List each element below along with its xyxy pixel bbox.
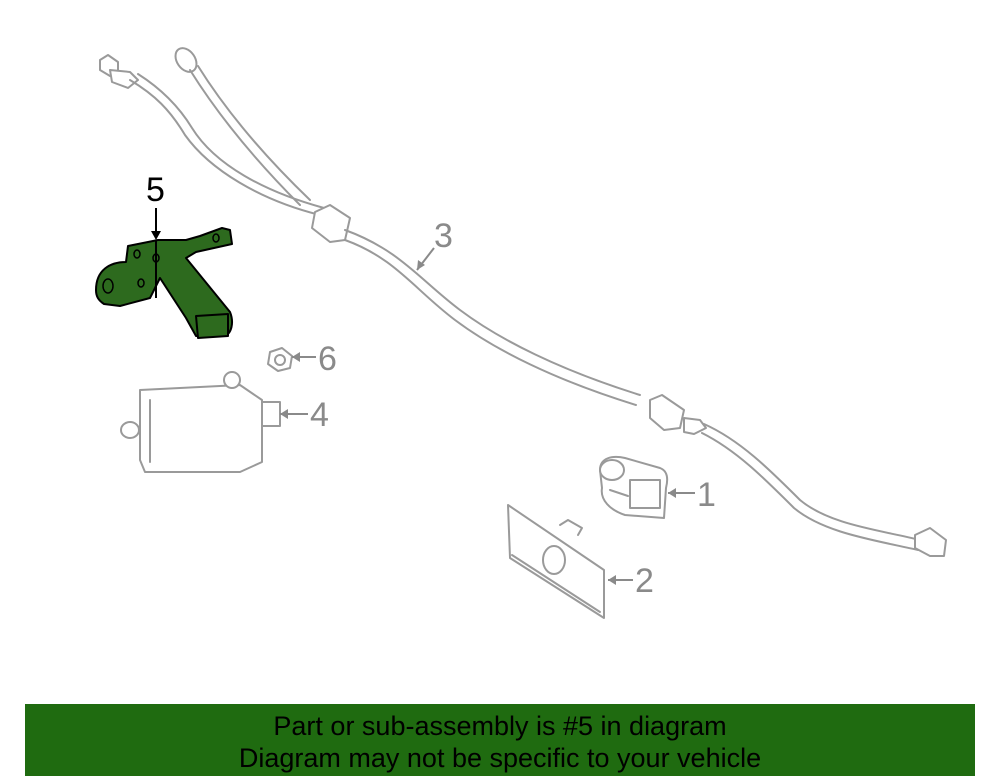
svg-text:1: 1 <box>697 476 716 514</box>
callout-5: 5 <box>146 171 165 240</box>
control-module-part-4[interactable] <box>120 371 281 473</box>
callout-2: 2 <box>608 562 654 600</box>
banner-disclaimer: Diagram may not be specific to your vehi… <box>238 743 762 773</box>
parts-diagram: 1 2 3 4 5 6 <box>95 44 947 619</box>
bracket-part-2[interactable] <box>507 504 605 619</box>
svg-text:4: 4 <box>310 396 329 434</box>
info-banner: Part or sub-assembly is #5 in diagram Di… <box>25 704 975 776</box>
banner-part-note: Part or sub-assembly is #5 in diagram <box>273 711 727 741</box>
callout-6: 6 <box>292 340 337 378</box>
svg-text:6: 6 <box>318 340 337 378</box>
highlighted-bracket-part-5[interactable] <box>95 227 233 339</box>
callout-1: 1 <box>668 476 716 514</box>
callout-4: 4 <box>280 396 329 434</box>
wire-harness-part-3[interactable] <box>99 44 947 557</box>
svg-text:5: 5 <box>146 171 165 209</box>
callout-3: 3 <box>416 217 453 271</box>
svg-text:3: 3 <box>434 217 453 255</box>
nut-part-6[interactable] <box>267 347 293 372</box>
sensor-part-1[interactable] <box>599 455 669 519</box>
svg-text:2: 2 <box>635 562 654 600</box>
